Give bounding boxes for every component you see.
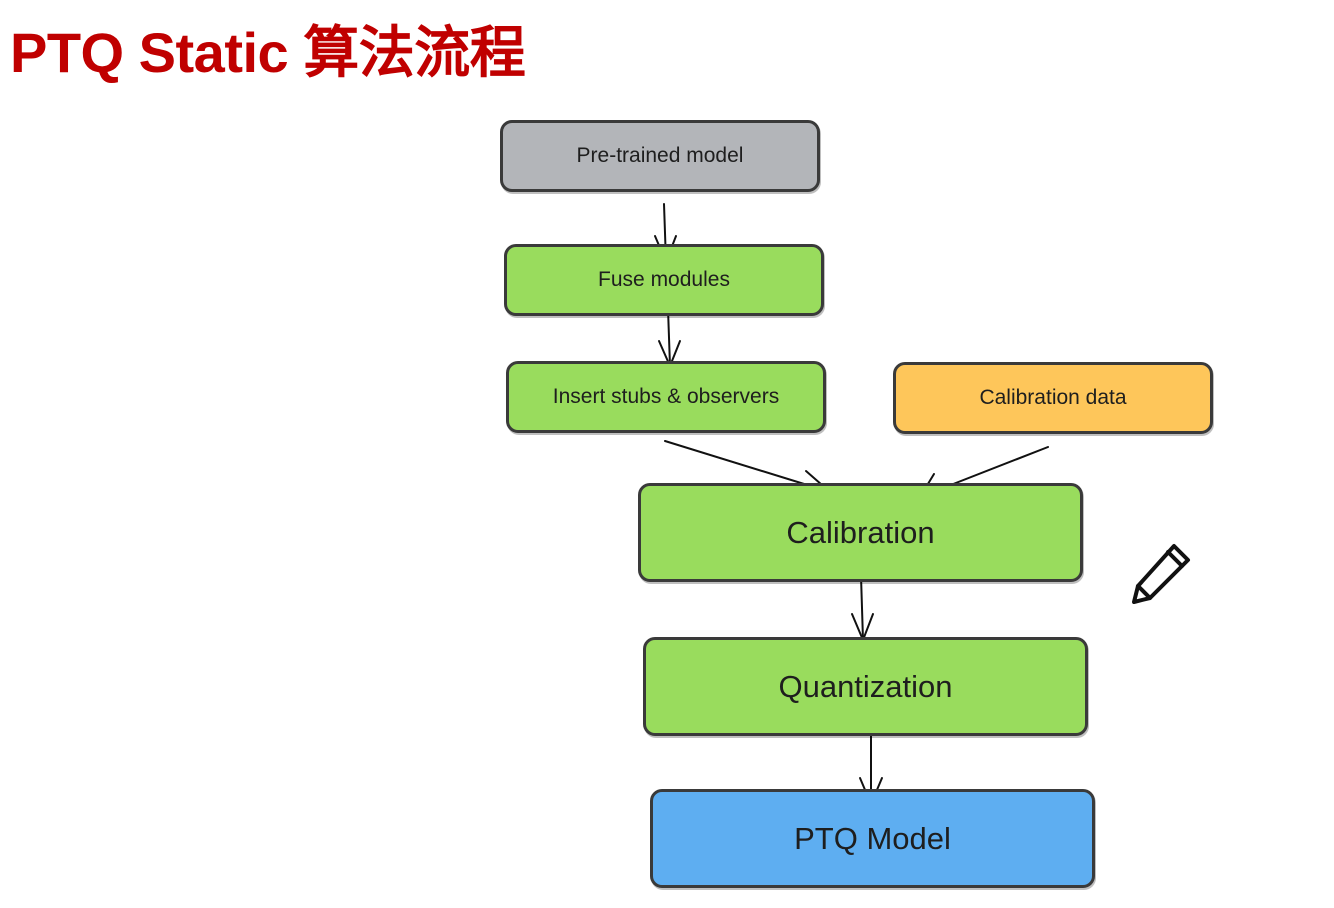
node-label: Pre-trained model [576, 144, 744, 167]
page-title: PTQ Static 算法流程 [10, 21, 526, 84]
node-insert-stubs-observers: Insert stubs & observers [506, 361, 826, 433]
node-ptq-model: PTQ Model [650, 789, 1095, 888]
node-fuse-modules: Fuse modules [504, 244, 824, 316]
node-label: Calibration [786, 514, 935, 550]
node-label: Quantization [778, 668, 953, 704]
node-calibration: Calibration [638, 483, 1083, 582]
node-label: PTQ Model [794, 820, 951, 856]
arrow-calibration-to-quantization [851, 575, 874, 641]
node-label: Fuse modules [598, 268, 730, 291]
node-label: Calibration data [979, 386, 1127, 409]
node-pretrained-model: Pre-trained model [500, 120, 820, 192]
node-calibration-data: Calibration data [893, 362, 1213, 434]
node-label: Insert stubs & observers [552, 385, 780, 408]
pencil-icon[interactable] [1124, 538, 1196, 610]
node-quantization: Quantization [643, 637, 1088, 736]
arrow-fuse-to-insert [658, 308, 681, 367]
